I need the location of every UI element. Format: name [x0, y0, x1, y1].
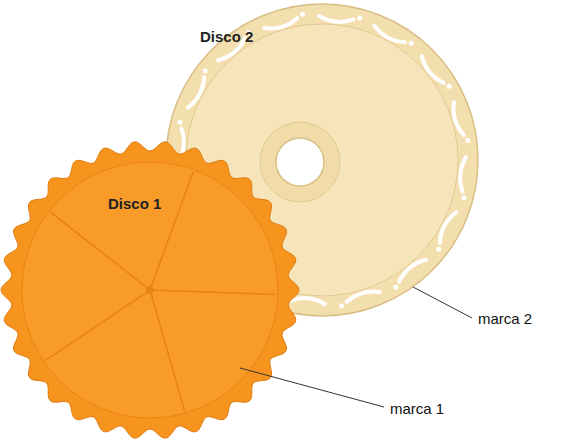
disc-rib: [150, 172, 193, 290]
disc-shape: [0, 140, 300, 440]
disc-face: [22, 162, 278, 418]
leader-line: [240, 368, 384, 407]
edge-notch: [339, 303, 344, 308]
edge-notch: [436, 247, 441, 252]
edge-notch: [319, 16, 353, 22]
edge-notch: [188, 77, 204, 107]
edge-notch: [291, 298, 325, 304]
edge-notch: [422, 56, 444, 83]
callout-label: marca 1: [390, 400, 444, 417]
disc-rib: [150, 290, 185, 411]
edge-notch: [462, 195, 467, 200]
disc-center: [146, 286, 154, 294]
gear-disc: [1, 142, 299, 438]
disc-rib: [150, 290, 276, 295]
edge-notch: [440, 212, 456, 242]
edge-notch: [264, 18, 297, 28]
edge-notch: [347, 291, 380, 301]
disc-rib: [45, 290, 150, 360]
edge-notch: [399, 260, 426, 282]
edge-notch: [460, 157, 466, 191]
disc-name: Disco 2: [200, 28, 253, 45]
edge-notch: [357, 15, 362, 20]
edge-notch: [177, 120, 182, 125]
leader-line: [413, 287, 472, 318]
edge-notch: [409, 41, 414, 46]
edge-notch: [465, 138, 470, 143]
edge-notch: [203, 68, 208, 73]
disc-rib: [51, 212, 150, 290]
edge-notch: [447, 84, 452, 89]
disc-one: Disco 1: [0, 140, 300, 440]
edge-notch: [300, 12, 305, 17]
edge-notch: [374, 26, 404, 42]
edge-notch: [393, 285, 398, 290]
center-hole: [276, 138, 324, 186]
callout-label: marca 2: [478, 310, 532, 327]
disc-name: Disco 1: [108, 195, 161, 212]
disc-hub: [260, 122, 340, 202]
edge-notch: [453, 102, 463, 135]
